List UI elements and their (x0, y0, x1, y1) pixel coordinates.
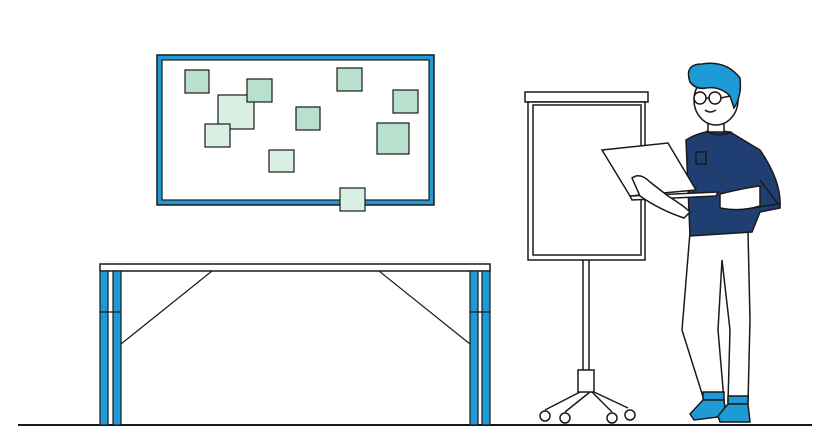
sock (702, 391, 725, 401)
flipchart-top-bar (524, 91, 649, 103)
laptop-icon (600, 142, 698, 197)
flipchart-wheel (606, 412, 618, 424)
table-icon (99, 263, 491, 426)
shoe (717, 403, 751, 423)
forearm (719, 185, 761, 211)
sticky-notes (184, 67, 419, 212)
sticky-note-icon (339, 187, 366, 212)
table-brace (120, 270, 213, 345)
hair (687, 62, 742, 110)
sticky-note-icon (204, 123, 231, 148)
table-leg (99, 270, 109, 426)
glasses-arm (720, 95, 731, 99)
shoe (689, 399, 727, 421)
sock (727, 395, 749, 405)
sweater (685, 130, 781, 237)
flipchart-icon (524, 91, 649, 424)
flipchart-wheel-arms (544, 391, 629, 413)
sticky-note-icon (184, 69, 210, 94)
sticky-note-icon (392, 89, 419, 114)
trousers (681, 231, 751, 403)
flipchart-base (577, 369, 595, 393)
flipchart-wheel (539, 410, 551, 422)
table-leg (469, 270, 479, 426)
smile (704, 109, 717, 113)
sticky-note-icon (268, 149, 295, 173)
glasses-lens (693, 91, 707, 105)
sticky-note-icon (295, 106, 321, 131)
pocket (695, 151, 707, 165)
table-top (99, 263, 491, 272)
sticky-note-icon (336, 67, 363, 92)
person-icon (600, 62, 781, 423)
sticky-note-icon (246, 78, 273, 103)
table-leg (112, 270, 122, 426)
table-brace (378, 270, 471, 345)
glasses-lens (708, 91, 722, 105)
flipchart-wheel (559, 412, 571, 424)
hand (631, 175, 692, 219)
sticky-note-icon (376, 122, 410, 155)
flipchart-wheel (624, 409, 636, 421)
table-leg (481, 270, 491, 426)
